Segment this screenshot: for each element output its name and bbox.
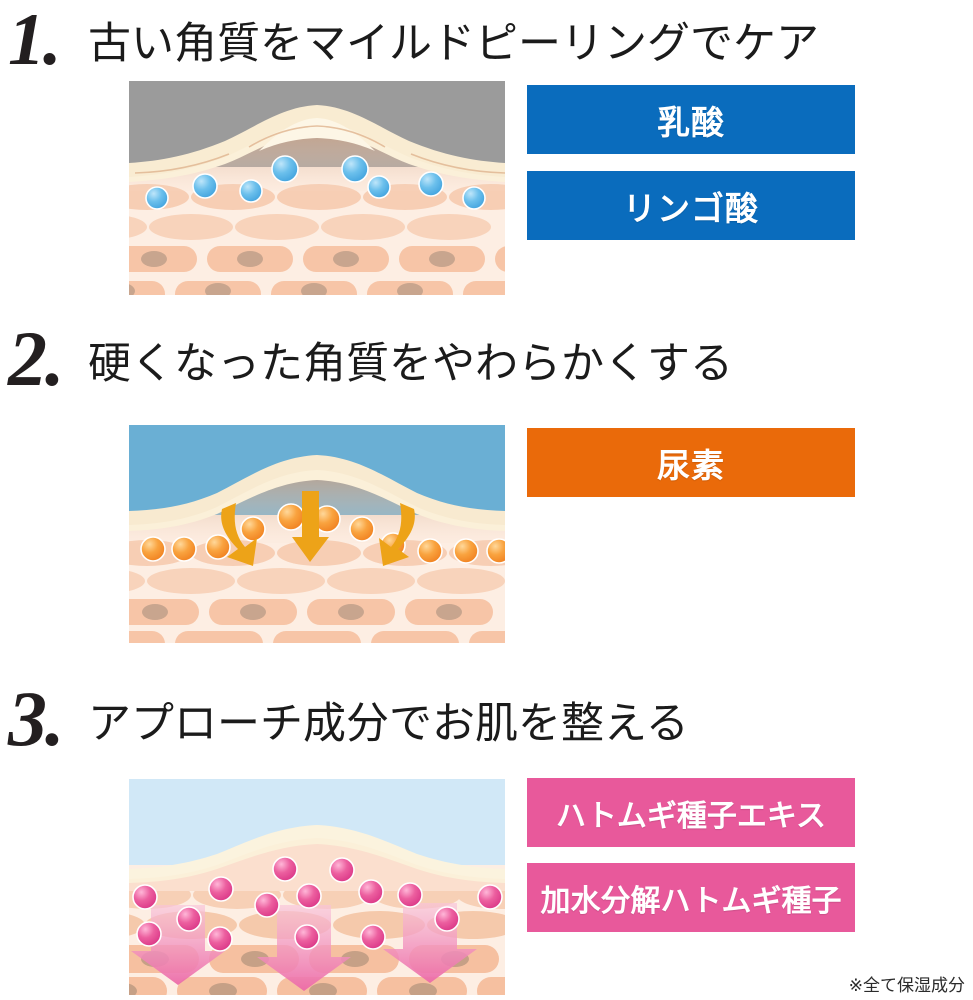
pink-droplets xyxy=(132,856,503,952)
ingredient-tag-label: 乳酸 xyxy=(657,102,725,142)
ingredient-tag-hydrolyzed-coix-seed: 加水分解ハトムギ種子 xyxy=(527,863,855,932)
ingredient-tag-malic-acid: リンゴ酸 xyxy=(527,171,855,240)
blue-droplets xyxy=(145,155,486,210)
step-1-title: 古い角質をマイルドピーリングでケア xyxy=(88,19,819,69)
step-1-number: 1. xyxy=(8,0,62,82)
step-2-number: 2. xyxy=(8,314,65,402)
step-section-1: 1. 古い角質をマイルドピーリングでケア xyxy=(0,0,973,320)
step-1-illustration xyxy=(129,81,505,295)
ingredient-tag-lactic-acid: 乳酸 xyxy=(527,85,855,154)
ingredient-tag-label: リンゴ酸 xyxy=(623,188,759,228)
step-3-title: アプローチ成分でお肌を整える xyxy=(88,699,689,749)
step-3-illustration xyxy=(129,779,505,995)
step-2-title: 硬くなった角質をやわらかくする xyxy=(88,339,733,389)
penetration-arrows xyxy=(221,491,415,566)
step-section-3: 3. アプローチ成分でお肌を整える xyxy=(0,674,973,1000)
skin-diagram-3 xyxy=(129,825,505,995)
step-2-heading: 2. 硬くなった角質をやわらかくする xyxy=(0,314,973,402)
ingredient-tag-urea: 尿素 xyxy=(527,428,855,497)
skin-diagram-1 xyxy=(129,105,505,295)
footnote-text: ※全て保湿成分 xyxy=(848,976,965,996)
step-3-number: 3. xyxy=(8,674,65,762)
step-3-heading: 3. アプローチ成分でお肌を整える xyxy=(0,674,973,762)
ingredient-tag-label: ハトムギ種子エキス xyxy=(556,798,826,834)
orange-droplets xyxy=(140,503,505,564)
step-2-illustration xyxy=(129,425,505,643)
ingredient-tag-coix-seed-extract: ハトムギ種子エキス xyxy=(527,778,855,847)
ingredient-tag-label: 尿素 xyxy=(657,445,725,485)
ingredient-tag-label: 加水分解ハトムギ種子 xyxy=(540,883,842,919)
step-section-2: 2. 硬くなった角質をやわらかくする xyxy=(0,314,973,680)
skin-diagram-2 xyxy=(129,455,505,643)
step-1-heading: 1. 古い角質をマイルドピーリングでケア xyxy=(0,0,973,82)
